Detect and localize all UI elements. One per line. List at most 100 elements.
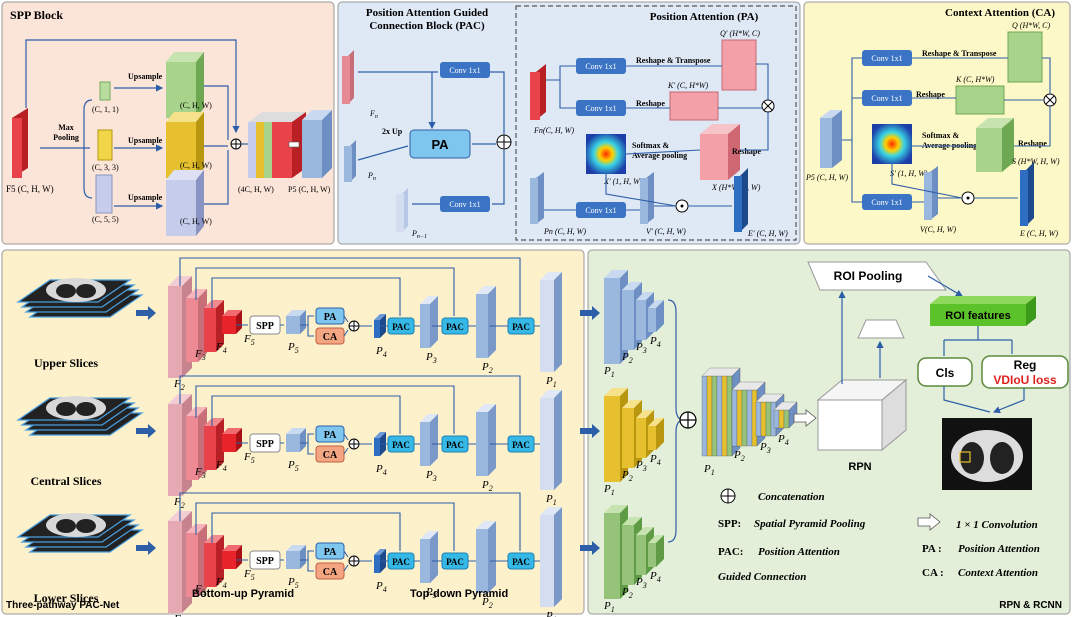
p1-label: P1 — [545, 493, 557, 507]
p3-label: P3 — [425, 586, 437, 600]
p3-label: P3 — [425, 469, 437, 483]
pyr-p2-label: P2 — [621, 351, 633, 365]
pac-arrows — [357, 71, 505, 205]
f2-label: F2 — [173, 613, 185, 617]
pa-conv-1 — [576, 58, 626, 74]
pac-box-label: PAC — [512, 557, 530, 567]
p2-label: P2 — [481, 479, 493, 493]
spp-up-green — [166, 52, 204, 118]
ca-conv-3-label: Conv 1x1 — [871, 198, 902, 207]
pa-conv-2-label: Conv 1x1 — [585, 104, 616, 113]
ca-conv-1 — [862, 50, 912, 66]
ca-reshape-transpose: Reshape & Transpose — [922, 49, 997, 58]
ct-slice-stack — [16, 513, 144, 553]
pac-concat-icon — [496, 134, 512, 150]
pa-pn-label: Pn (C, H, W) — [543, 227, 586, 236]
ca-box-label: CA — [323, 567, 338, 578]
legend-concat: Concatenation — [758, 491, 825, 503]
pac-box-label: PAC — [392, 322, 410, 332]
spp-title: SPP Block — [10, 8, 63, 22]
p1-label: P1 — [545, 375, 557, 389]
pa-conv-3-label: Conv 1x1 — [585, 206, 616, 215]
spp-skip-line — [25, 39, 240, 134]
bottom-up-label: Bottom-up Pyramid — [192, 588, 294, 600]
pac-conv-bottom — [440, 196, 490, 212]
cls-box — [917, 357, 973, 387]
feature-p5 — [286, 428, 306, 452]
pa-subpanel — [515, 5, 797, 241]
pyr-p4-label: P4 — [649, 570, 661, 584]
pac-box-label: PAC — [512, 440, 530, 450]
pac-fn-label: Fn — [369, 109, 378, 120]
pac-up-label: 2x Up — [382, 127, 403, 136]
pa-conv-3 — [576, 202, 626, 218]
ca-q-box — [1007, 31, 1043, 83]
input-arrow — [136, 541, 156, 555]
spp-merge-lines — [204, 85, 229, 205]
pa-q-box — [721, 39, 757, 91]
input-arrow — [136, 424, 156, 438]
f5-label: F5 — [243, 451, 255, 465]
reg-box — [981, 355, 1069, 389]
merged-p1-label: P1 — [703, 463, 715, 477]
legend-pa-val: Position Attention — [958, 543, 1040, 555]
pa-pn-feature — [530, 172, 544, 224]
spp-size-1: (C, 1, 1) — [92, 105, 119, 114]
merged-p2-label: P2 — [733, 449, 745, 463]
spp-up-lilac — [166, 170, 204, 236]
spp-concat-size: (4C, H, W) — [238, 185, 274, 194]
slice-label: Upper Slices — [34, 356, 98, 370]
feature-topdown-2 — [476, 521, 496, 593]
spp-pool-1 — [99, 81, 111, 101]
pyr-p1-label: P1 — [603, 483, 615, 497]
p5-label: P5 — [287, 459, 299, 473]
ct-slice-stack — [16, 396, 144, 436]
ca-s-label: S (H*W, H, W) — [1012, 157, 1060, 166]
result-arrows — [943, 386, 1025, 412]
pac-box-label: PAC — [446, 557, 464, 567]
ca-box-label: CA — [323, 332, 338, 343]
legend-conv: 1 × 1 Convolution — [956, 519, 1038, 531]
spp-upsample-2: Upsample — [128, 136, 163, 145]
spp-box-label: SPP — [256, 321, 274, 332]
feature-topdown-2 — [476, 286, 496, 358]
rpn-proposal — [857, 319, 905, 339]
f2-label: F2 — [173, 378, 185, 392]
ca-sp-label: S′ (1, H, W) — [890, 169, 928, 178]
pa-e-label: E′ (C, H, W) — [747, 229, 788, 238]
spp-size-5: (C, 5, 5) — [92, 215, 119, 224]
ca-conv-3 — [862, 194, 912, 210]
p2-label: P2 — [481, 361, 493, 375]
ca-v-feature — [924, 166, 938, 220]
pac-pa-label: PA — [431, 137, 449, 152]
spp-out-size-1: (C, H, W) — [180, 101, 212, 110]
pa-box-label: PA — [324, 430, 337, 441]
pa-k-label: K′ (C, H*W) — [667, 81, 709, 90]
ca-conv-1-label: Conv 1x1 — [871, 54, 902, 63]
pa-fn-label: Fn(C, H, W) — [533, 126, 574, 135]
ca-box-label: CA — [323, 450, 338, 461]
ca-k-box — [955, 85, 1005, 115]
detection-result-image — [942, 418, 1032, 490]
feature-topdown-3 — [540, 390, 562, 490]
ca-p5-feature — [820, 110, 842, 168]
feature-f4 — [204, 418, 224, 470]
spp-pool-3 — [97, 129, 113, 161]
ca-heatmap — [872, 124, 912, 164]
p1-label: P1 — [545, 610, 557, 617]
spp-output-feature — [302, 110, 332, 178]
ca-s-feature — [976, 118, 1014, 172]
f4-label: F4 — [215, 341, 227, 355]
pyramid-level-4 — [648, 535, 664, 567]
pa-xp-label: X′ (1, H, W) — [603, 177, 643, 186]
pac-box-label: PAC — [392, 557, 410, 567]
feature-p5 — [286, 310, 306, 334]
pac-pn1-label: Pn−1 — [411, 229, 427, 240]
pac-pa-box — [409, 129, 471, 159]
roi-features-box — [930, 296, 1036, 326]
p3-label: P3 — [425, 351, 437, 365]
pac-title-2: Connection Block (PAC) — [369, 20, 485, 32]
f3-label: F3 — [194, 466, 206, 480]
